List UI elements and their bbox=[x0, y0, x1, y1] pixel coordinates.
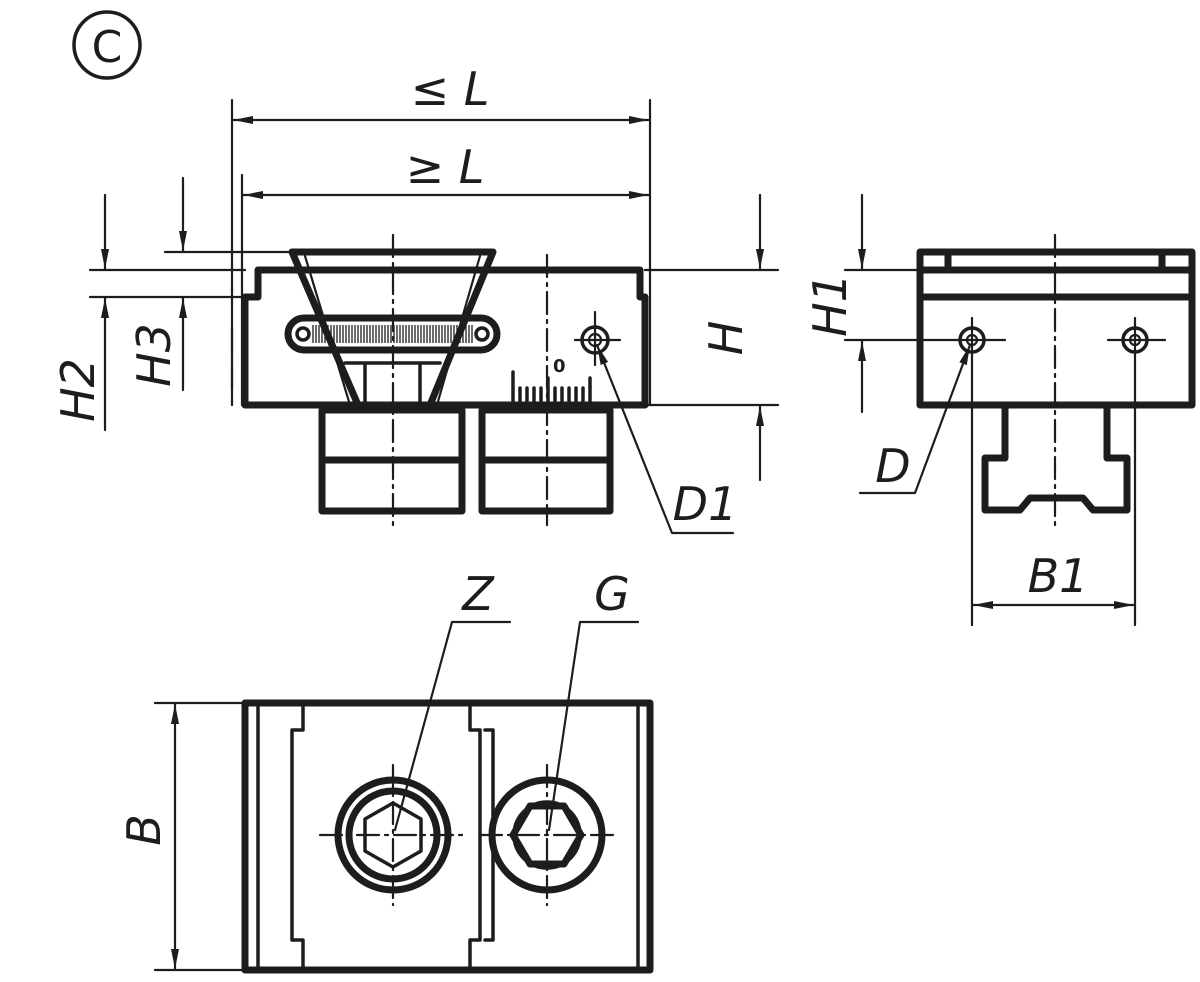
dimension-H3-label: H3 bbox=[127, 323, 181, 387]
callout-D1: D1 bbox=[595, 343, 738, 535]
svg-text:0: 0 bbox=[553, 356, 566, 377]
dimension-H: H bbox=[643, 193, 780, 482]
callout-G: G bbox=[547, 567, 640, 832]
dimension-H1-label: H1 bbox=[803, 273, 857, 337]
dimension-B1: B1 bbox=[971, 549, 1136, 609]
callout-D: D bbox=[858, 343, 972, 495]
dimension-B1-label: B1 bbox=[1028, 549, 1089, 603]
callout-Z: Z bbox=[393, 567, 512, 832]
dimension-H2-label: H2 bbox=[51, 358, 105, 422]
dimension-L-min: ≥ L bbox=[240, 140, 651, 407]
view-marker-label: C bbox=[92, 22, 123, 73]
front-view: 0 bbox=[230, 233, 649, 527]
dimension-H3: H3 bbox=[127, 176, 294, 392]
side-view bbox=[916, 233, 1196, 627]
dimension-L-max: ≤ L bbox=[230, 62, 652, 407]
callout-D-label: D bbox=[875, 439, 910, 493]
scale-ticks: 0 bbox=[511, 356, 592, 407]
callout-Z-label: Z bbox=[460, 567, 495, 621]
spring-icon bbox=[312, 325, 473, 343]
callout-D1-label: D1 bbox=[673, 477, 738, 531]
dimension-H1: H1 bbox=[803, 193, 957, 414]
dimension-L-min-label: ≥ L bbox=[406, 140, 485, 194]
dimension-L-max-label: ≤ L bbox=[411, 62, 490, 116]
view-marker: C bbox=[72, 10, 142, 80]
dimension-H2: H2 bbox=[51, 193, 247, 432]
dimension-B-label: B bbox=[117, 814, 171, 846]
callout-G-label: G bbox=[594, 567, 630, 621]
dimension-B: B bbox=[117, 701, 247, 972]
top-view bbox=[241, 699, 654, 974]
dimension-H-label: H bbox=[699, 321, 753, 356]
